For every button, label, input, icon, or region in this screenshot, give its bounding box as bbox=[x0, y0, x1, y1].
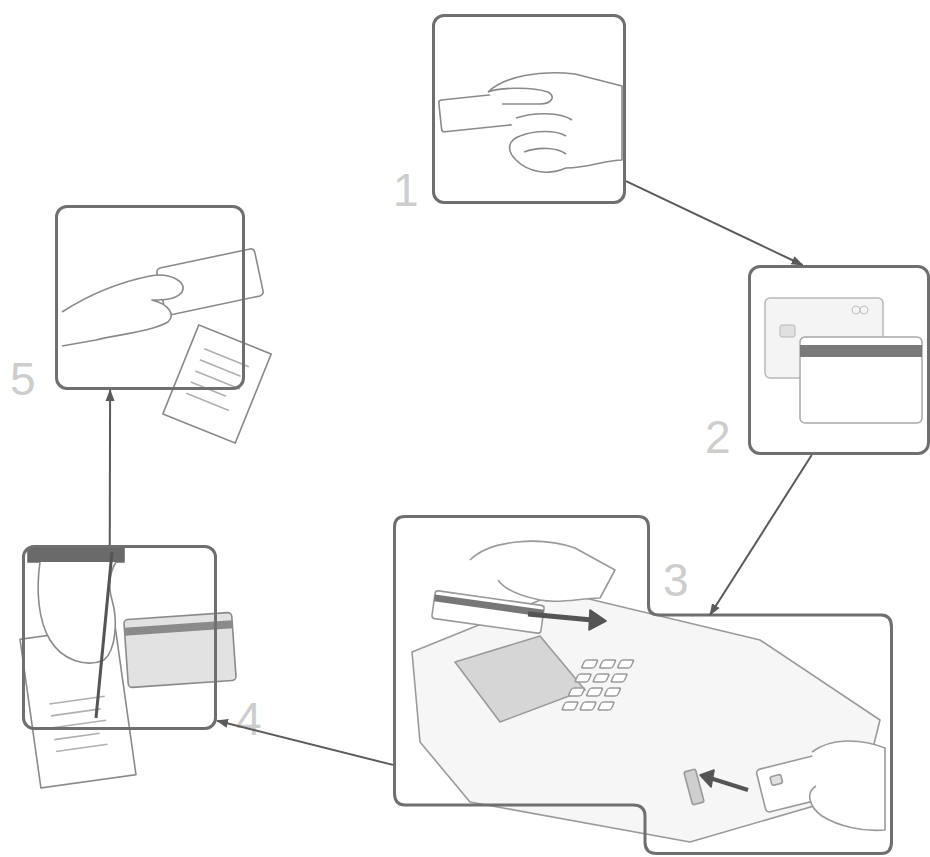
sleeve-cuff bbox=[28, 548, 124, 562]
step-panel: 3 bbox=[393, 515, 893, 855]
card-logo bbox=[852, 306, 860, 314]
key bbox=[598, 702, 615, 710]
hand-with-card bbox=[439, 73, 622, 172]
card bbox=[124, 612, 236, 687]
swipe-arrow bbox=[528, 614, 592, 620]
key bbox=[593, 674, 610, 682]
flow-arrow bbox=[109, 390, 111, 545]
flow-arrow bbox=[710, 455, 812, 615]
step-number: 4 bbox=[236, 696, 262, 742]
receipt-lines bbox=[49, 696, 111, 751]
signing-scene bbox=[20, 548, 236, 788]
card-chip bbox=[770, 774, 783, 785]
step-number: 3 bbox=[663, 557, 689, 603]
panel-outline bbox=[393, 515, 893, 855]
hand bbox=[488, 73, 622, 172]
key bbox=[604, 688, 621, 696]
card-chip bbox=[780, 325, 795, 337]
writing-hand bbox=[38, 562, 116, 663]
giving-hand bbox=[62, 275, 183, 346]
step-panel: 4 bbox=[22, 545, 217, 730]
step-number: 2 bbox=[705, 414, 731, 460]
key bbox=[562, 702, 579, 710]
insert-arrowhead bbox=[700, 770, 714, 787]
keypad bbox=[562, 660, 634, 710]
receipt bbox=[163, 325, 271, 443]
flow-arrow bbox=[626, 181, 803, 265]
step-number: 1 bbox=[393, 167, 419, 213]
magnetic-stripe bbox=[800, 345, 922, 357]
key bbox=[581, 660, 598, 668]
card-pair bbox=[765, 298, 922, 423]
card-logo bbox=[860, 306, 868, 314]
step-panel: 2 bbox=[748, 265, 930, 455]
card-back bbox=[800, 337, 922, 423]
panel-outline-path bbox=[395, 517, 892, 854]
key bbox=[599, 660, 616, 668]
return-scene bbox=[62, 248, 271, 443]
key bbox=[580, 702, 597, 710]
swiping-hand bbox=[470, 541, 615, 601]
step-panel: 1 bbox=[432, 14, 626, 204]
swipe-arrowhead bbox=[589, 610, 606, 630]
key bbox=[611, 674, 628, 682]
thumb bbox=[488, 88, 552, 104]
receipt-lines bbox=[186, 349, 248, 411]
pen bbox=[96, 552, 112, 718]
step-panel: 5 bbox=[55, 205, 245, 390]
key bbox=[617, 660, 634, 668]
key bbox=[568, 688, 585, 696]
inserting-hand bbox=[810, 741, 885, 830]
fingers bbox=[516, 114, 572, 154]
terminal-screen bbox=[455, 636, 585, 722]
insert-arrow bbox=[710, 778, 748, 790]
key bbox=[575, 674, 592, 682]
step-number: 5 bbox=[10, 356, 36, 402]
key bbox=[586, 688, 603, 696]
